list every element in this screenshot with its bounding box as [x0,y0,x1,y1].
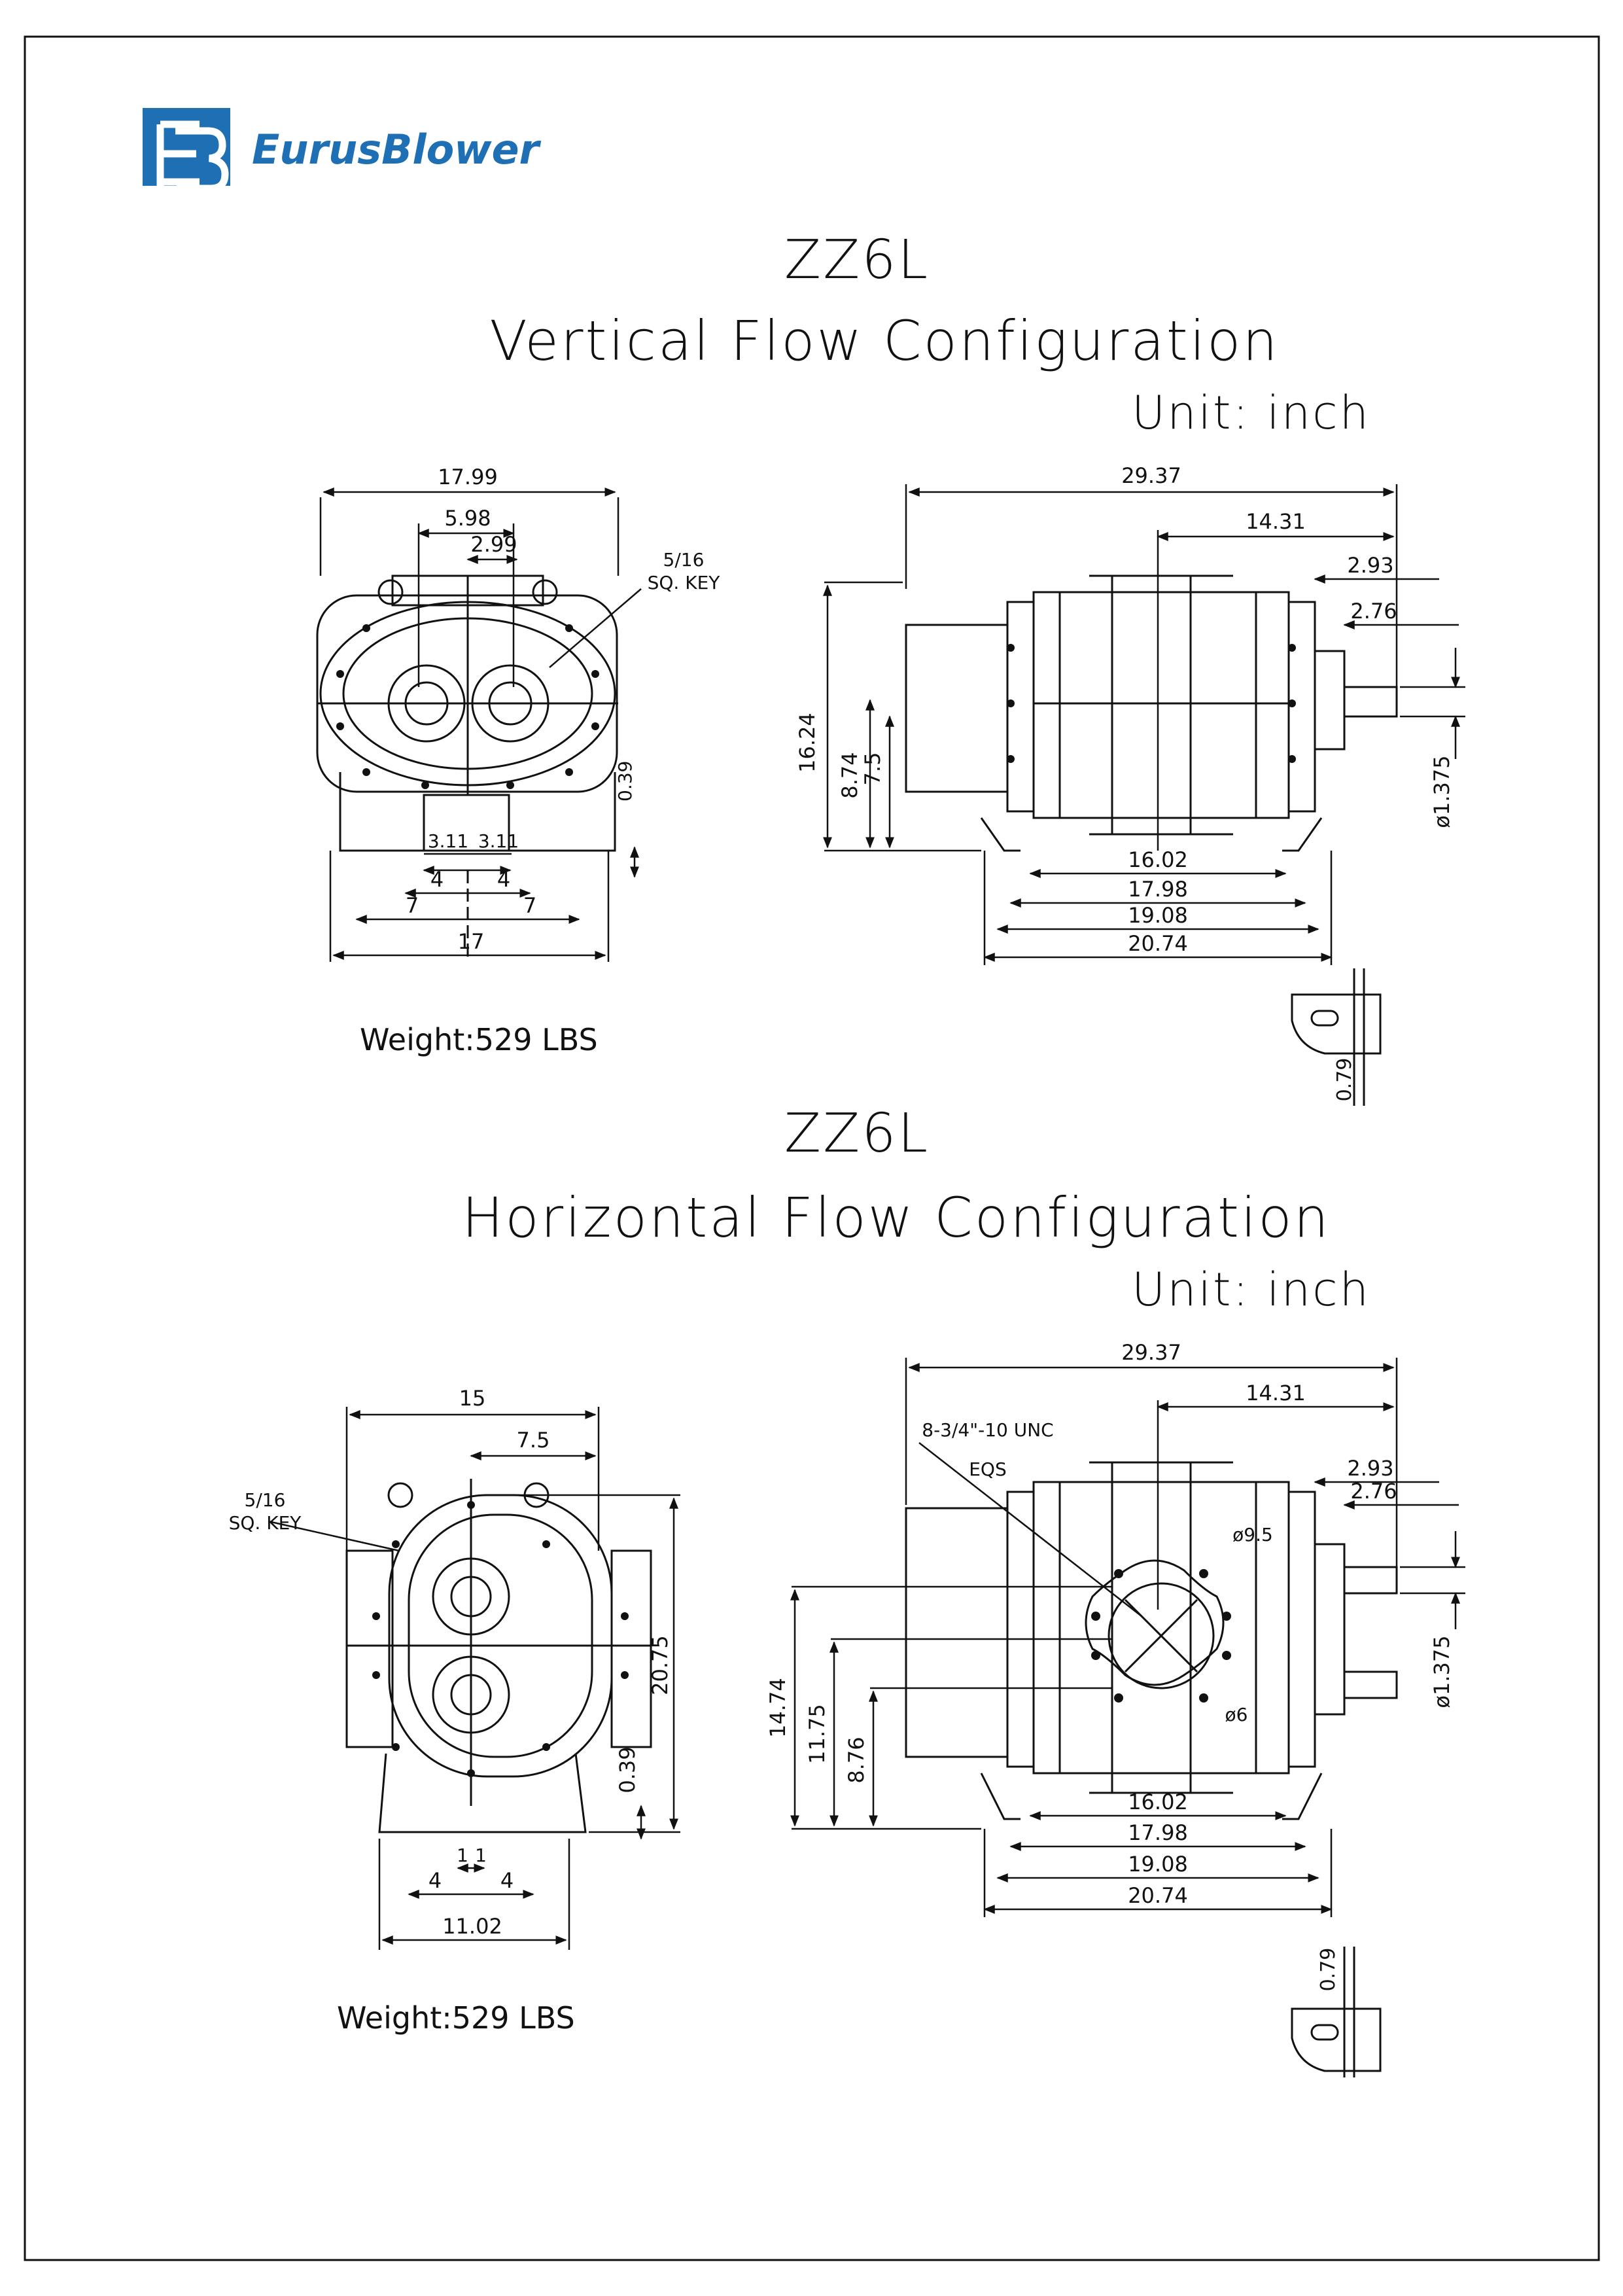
bottom-config-title: Horizontal Flow Configuration [462,1186,1331,1250]
dim-label: 3.11 [478,830,519,852]
top-front-view [316,574,618,962]
dim-label: 20.74 [1128,1883,1188,1908]
dim-label: 17.98 [1128,1820,1188,1845]
dim-label: 8.74 [837,752,862,798]
dim-label: 5.98 [444,506,491,531]
brand-logo: EurusBlower [143,108,542,192]
dim-label: 7 [523,893,536,918]
dim-label: ø1.375 [1429,1635,1454,1708]
dim-label: 0.79 [1317,1948,1340,1992]
bottom-front-dim-labels: 15 7.5 5/16 SQ. KEY 20.75 0.39 1 1 4 4 1… [229,1386,672,1939]
dim-label: 16.02 [1128,847,1188,872]
top-key-detail: 0.79 [1291,968,1382,1106]
dim-label: 16.02 [1128,1790,1188,1814]
bottom-side-dim-labels: 29.37 14.31 2.93 2.76 8-3/4"-10 UNC EQS … [765,1340,1454,1908]
dim-label: 2.76 [1350,1479,1397,1504]
dim-label: 17.98 [1128,877,1188,902]
top-side-dimensions [823,484,1465,965]
dim-label: 2.93 [1347,553,1393,578]
dim-label: 19.08 [1128,1852,1188,1877]
dim-label: 2.76 [1350,599,1397,624]
dim-label: 11.02 [442,1914,502,1939]
dim-label: 29.37 [1121,1340,1181,1365]
dim-label: 2.93 [1347,1456,1393,1481]
dim-label: 4 [428,1868,442,1893]
dim-label: 1 [475,1845,487,1866]
page-border [24,35,1600,2261]
bottom-front-view [345,1479,652,1833]
logo-mark [143,108,230,186]
top-front-dimensions [319,487,642,962]
dim-label: 0.39 [615,1746,640,1793]
dim-label: 8-3/4"-10 UNC [922,1419,1053,1441]
dim-label: EQS [969,1458,1007,1480]
dim-label: 0.79 [1333,1058,1356,1102]
bottom-side-view [905,1461,1398,1820]
dim-label: 17 [458,929,485,954]
dim-label: SQ. KEY [648,572,721,593]
dim-label: 19.08 [1128,903,1188,928]
brand-name: EurusBlower [252,126,542,173]
dim-label: 11.75 [805,1704,829,1764]
bottom-side-dimensions [790,1358,1465,1917]
dim-label: 2.99 [470,532,517,557]
dim-label: 3.11 [428,830,468,852]
dim-label: 16.24 [795,713,820,773]
dim-label: 29.37 [1121,463,1181,488]
top-side-view [905,574,1398,852]
bottom-front-dimensions [268,1407,680,1950]
dim-label: 20.74 [1128,931,1188,956]
dim-label: 20.75 [648,1635,672,1695]
bottom-weight-label: Weight:529 LBS [337,2000,575,2036]
dim-label: 7.5 [860,752,885,786]
dim-label: 7.5 [517,1428,550,1453]
dim-label: ø1.375 [1429,755,1454,828]
dim-label: 1 [457,1845,468,1866]
dim-label: 5/16 [245,1489,286,1511]
dim-label: SQ. KEY [229,1512,302,1534]
top-unit-label: Unit: inch [1132,386,1370,440]
dim-label: 15 [459,1386,486,1411]
dim-label: 4 [430,867,444,892]
dim-label: ø9.5 [1232,1524,1273,1545]
dim-label: 4 [500,1868,514,1893]
dim-label: 14.74 [765,1678,790,1738]
dim-label: 4 [497,867,510,892]
dim-label: 7 [406,893,419,918]
top-front-dim-labels: 17.99 5.98 2.99 5/16 SQ. KEY 0.39 3.11 3… [406,465,720,954]
dim-label: 14.31 [1246,509,1306,534]
dim-label: 17.99 [438,465,498,489]
dim-label: 5/16 [663,549,705,571]
bottom-key-detail: 0.79 [1291,1947,1382,2077]
top-config-title: Vertical Flow Configuration [489,309,1279,373]
bottom-model-title: ZZ6L [784,1103,930,1165]
top-weight-label: Weight:529 LBS [360,1022,598,1057]
dim-label: 0.39 [614,761,636,802]
dim-label: ø6 [1225,1704,1248,1725]
bottom-unit-label: Unit: inch [1132,1263,1370,1316]
top-side-dim-labels: 29.37 14.31 2.93 2.76 16.24 8.74 7.5 ø1.… [795,463,1454,956]
top-model-title: ZZ6L [784,229,930,291]
dim-label: 14.31 [1246,1381,1306,1405]
dim-label: 8.76 [844,1737,869,1783]
